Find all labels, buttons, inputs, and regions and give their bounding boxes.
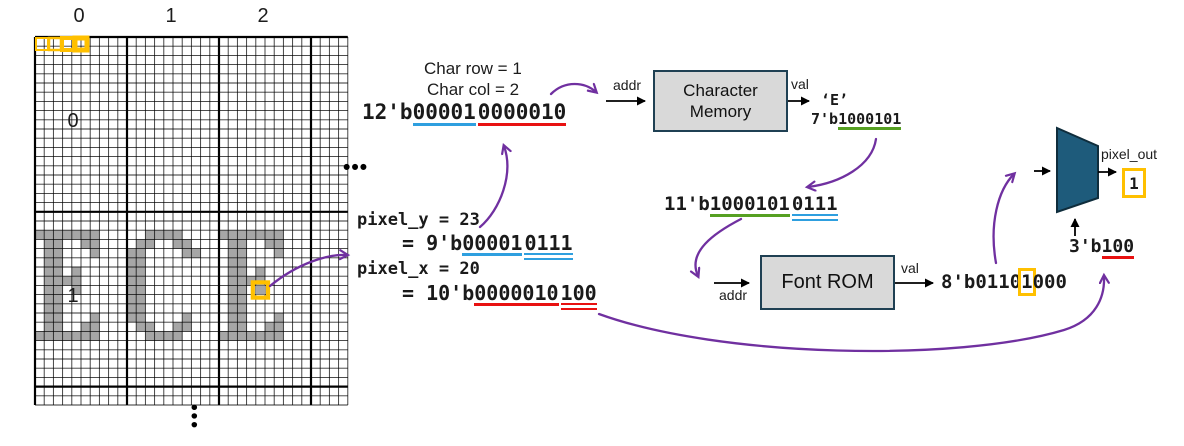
character-memory-box: Character Memory (653, 70, 788, 132)
mux-trapezoid (1056, 126, 1099, 214)
character-value-binary: 7'b1000101 (811, 110, 903, 131)
grid-col-label-1: 1 (165, 5, 177, 27)
pixel-out-label: pixel_out (1101, 146, 1158, 162)
char-memory-val-label: val (791, 76, 809, 92)
pixel-y-declaration: pixel_y = 23 (357, 210, 480, 230)
grid-row-label-0: 0 (67, 110, 79, 132)
scan-pixel-box (59, 36, 76, 53)
font-rom-title: Font ROM (781, 271, 874, 293)
font-rom-value-binary: 8'b01101000 (941, 268, 1067, 296)
scan-pixel-box (34, 37, 49, 52)
grid-col-label-2: 2 (257, 5, 269, 27)
char-row-text: Char row = 1 (424, 59, 522, 78)
pixel-grid (33, 35, 350, 412)
arrow-fontval-to-mux (992, 174, 1014, 265)
arrow-charval-to-fontaddr (808, 137, 878, 187)
vertical-ellipsis: ••• (183, 404, 204, 430)
character-memory-title-line1: Character (683, 80, 758, 100)
horizontal-ellipsis: ••• (343, 156, 369, 179)
font-rom-val-label: val (901, 260, 919, 276)
arrow-coords-to-charaddr (478, 146, 507, 229)
font-rom-box: Font ROM (760, 255, 895, 310)
char-memory-address-binary: 12'b000010000010 (362, 100, 568, 127)
pixel-out-value: 1 (1129, 173, 1139, 193)
character-value: ‘E’ (821, 91, 849, 109)
character-memory-title-line2: Memory (689, 102, 752, 121)
pixel-out-value-box: 1 (1122, 168, 1146, 198)
arrow-charaddr-to-charmem (549, 82, 596, 96)
scan-pixel-box (72, 35, 90, 53)
scan-pixel-box (47, 36, 63, 52)
arrow-fontaddr-to-fontrom (695, 217, 743, 276)
font-rom-addr-label: addr (719, 287, 748, 303)
mux-select-binary: 3'b100 (1069, 236, 1136, 260)
grid-col-label-0: 0 (73, 5, 85, 27)
pixel-x-declaration: pixel_x = 20 (357, 259, 480, 279)
char-col-text: Char col = 2 (427, 80, 520, 99)
highlighted-pixel (250, 280, 271, 300)
char-memory-addr-label: addr (613, 77, 642, 93)
grid-row-label-1: 1 (67, 285, 79, 307)
